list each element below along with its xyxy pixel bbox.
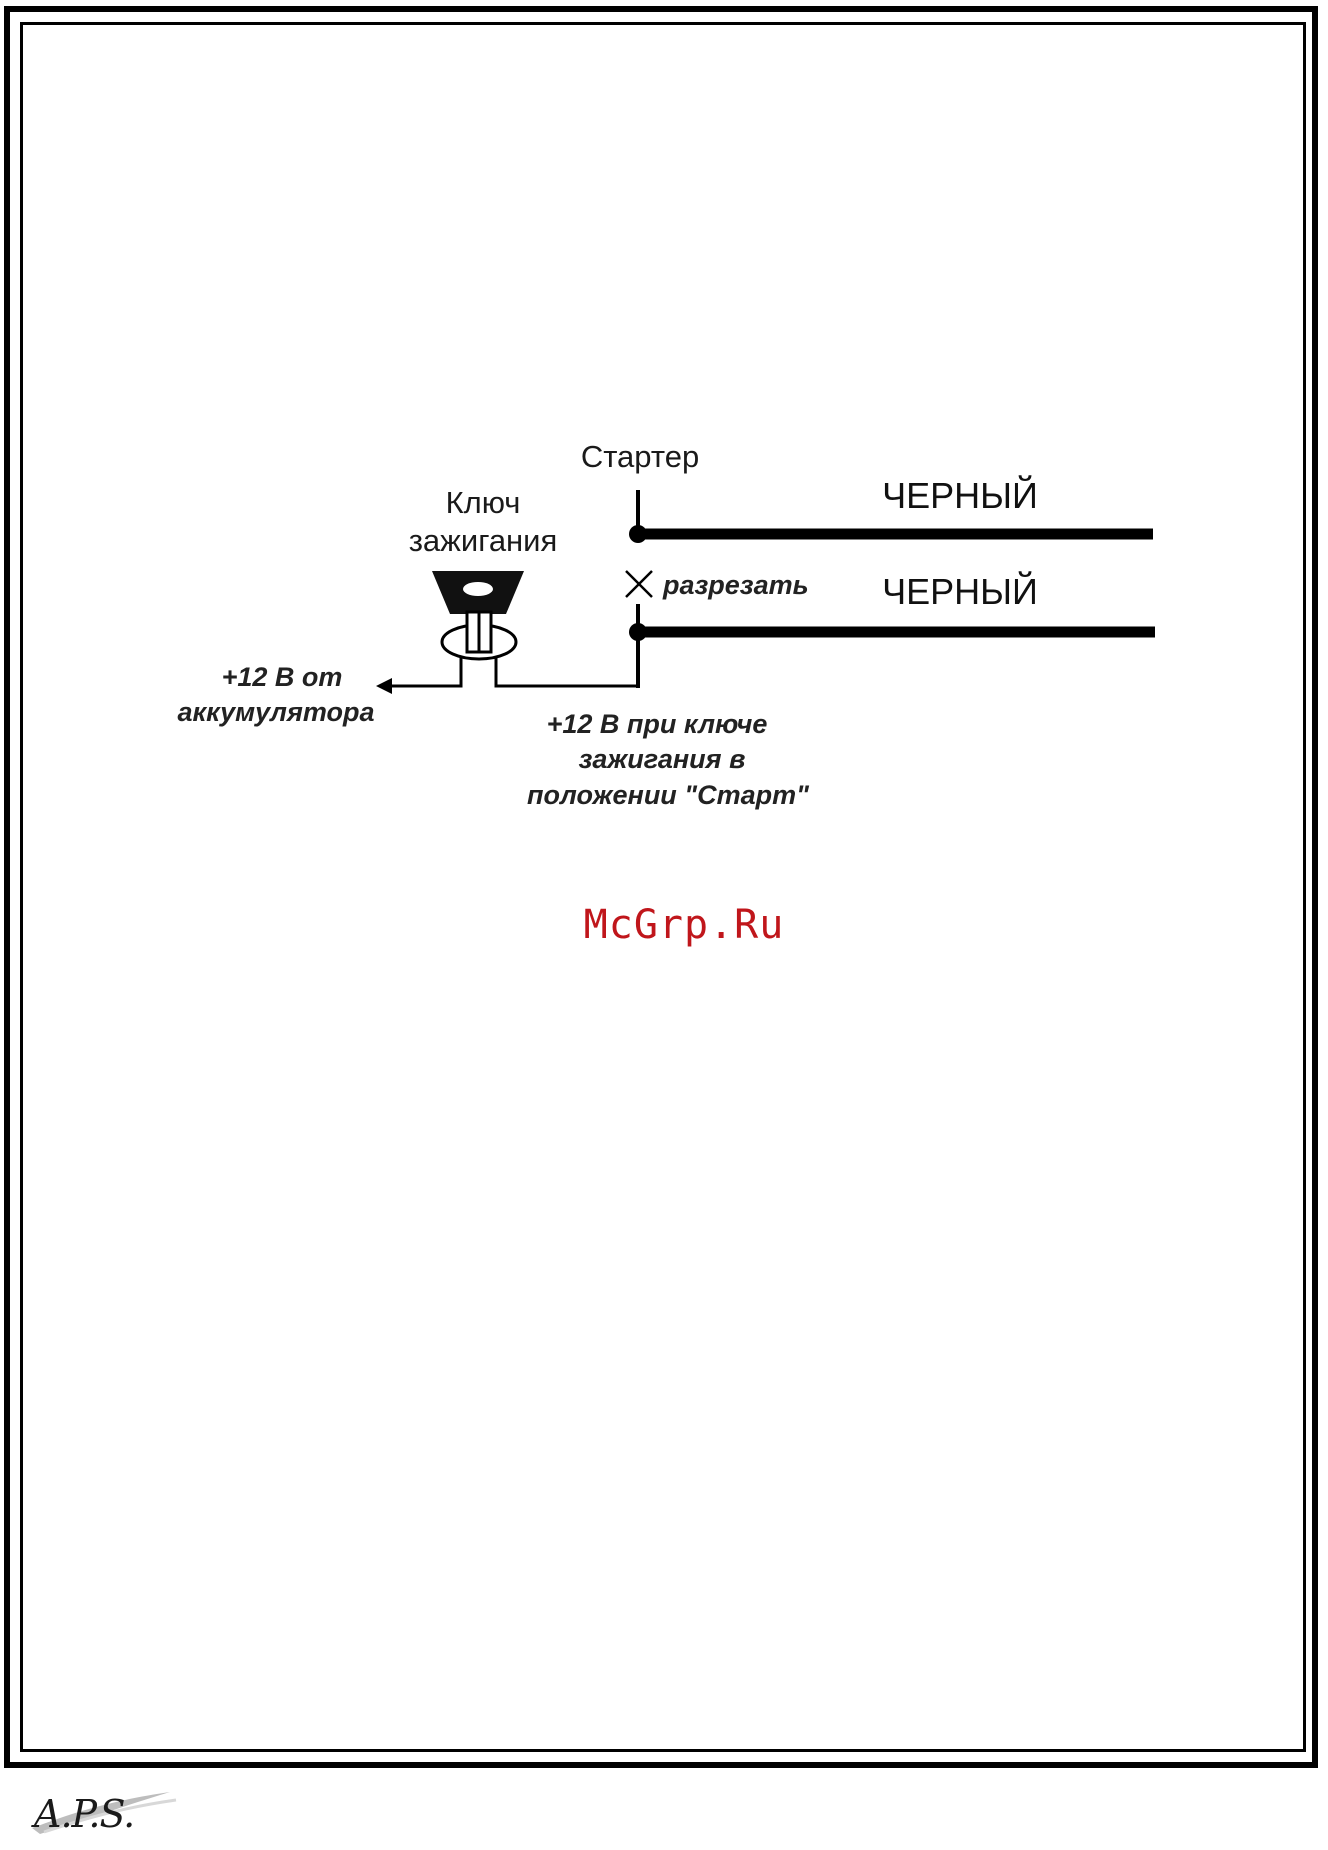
cut-label: разрезать — [662, 570, 809, 600]
start-label-line3: положении "Старт" — [527, 780, 810, 810]
key-lead-battery — [395, 656, 461, 686]
battery-label-line1: +12 В от — [222, 662, 343, 692]
watermark: McGrp.Ru — [20, 902, 1328, 948]
cut-mark-icon — [626, 571, 652, 597]
ignition-key-icon — [432, 571, 524, 659]
battery-arrow-icon — [376, 678, 395, 694]
junction-dot-bottom — [629, 623, 647, 641]
junction-dot-top — [629, 525, 647, 543]
starter-label: Стартер — [581, 439, 699, 474]
ignition-key-label-line2: зажигания — [409, 523, 558, 558]
battery-label-line2: аккумулятора — [177, 697, 374, 727]
aps-logo: A.P.S. — [34, 1792, 134, 1836]
start-label-line2: зажигания в — [579, 744, 746, 774]
start-label-line1: +12 В при ключе — [547, 709, 768, 739]
ignition-key-label-line1: Ключ — [446, 485, 521, 520]
key-lead-start — [496, 656, 638, 686]
wire-label-bottom: ЧЕРНЫЙ — [882, 570, 1038, 612]
wire-label-top: ЧЕРНЫЙ — [882, 474, 1038, 516]
